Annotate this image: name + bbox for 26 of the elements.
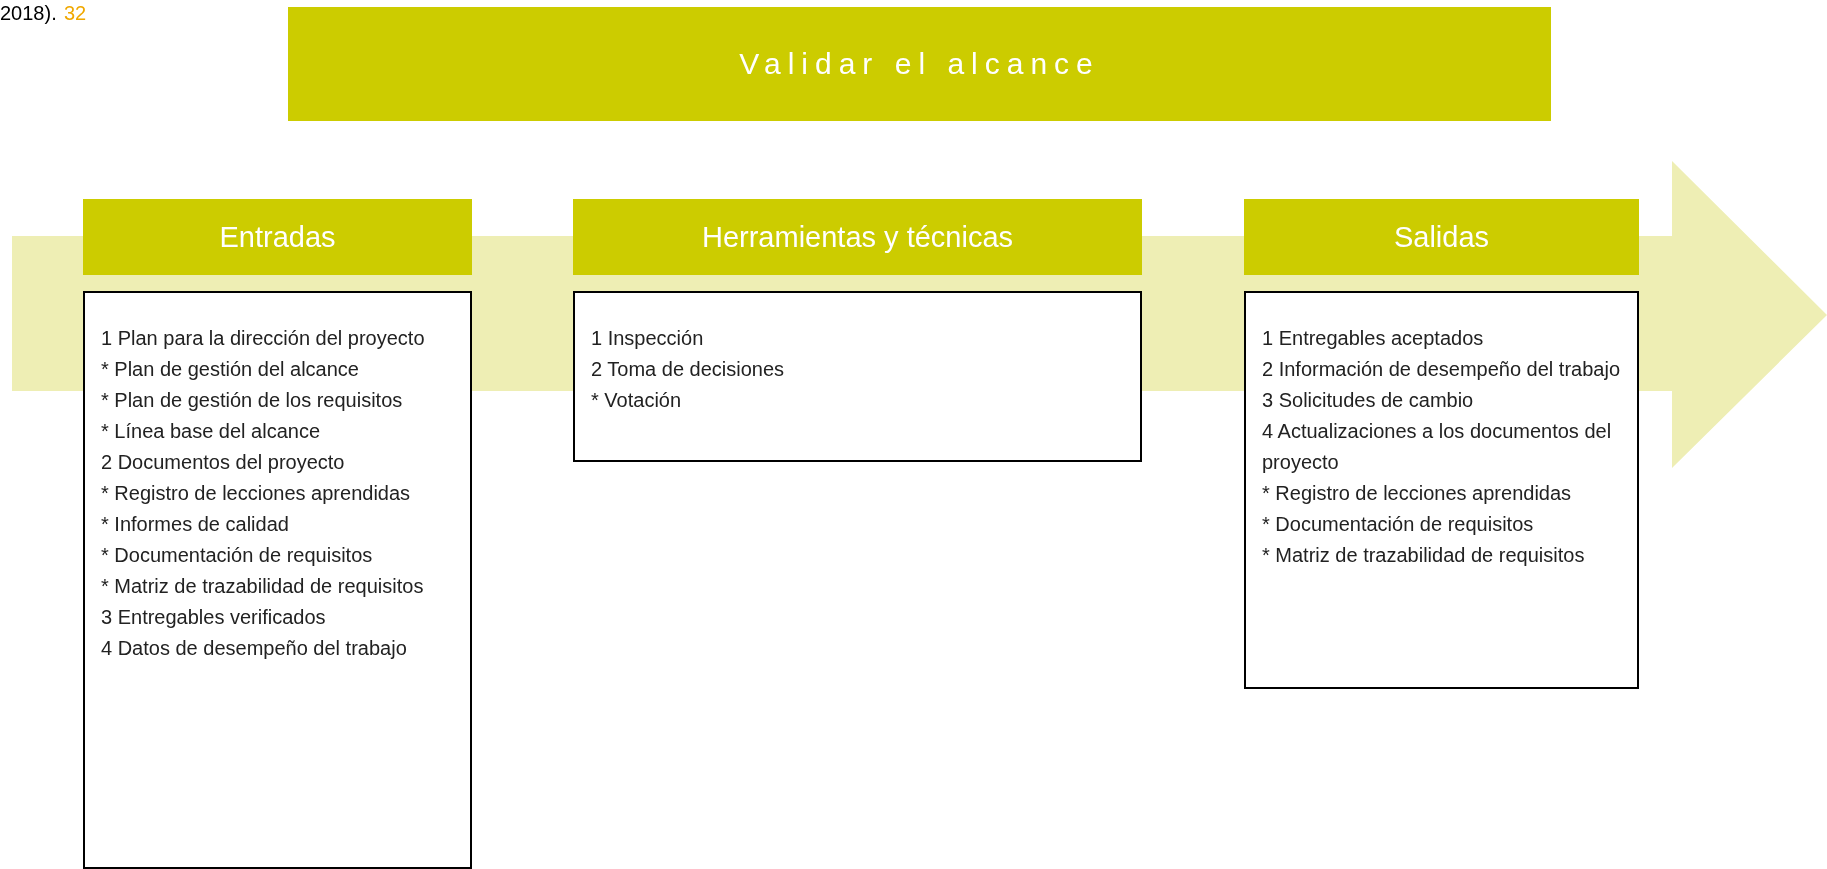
list-item: 4 Actualizaciones a los documentos del proyecto [1262,419,1613,475]
list-item: * Votación [591,388,683,413]
list-item: 1 Plan para la dirección del proyecto [101,326,426,351]
list-item: * Matriz de trazabilidad de requisitos [101,574,425,599]
list-item: 4 Datos de desempeño del trabajo [101,636,408,661]
list-item: 1 Inspección [591,326,705,351]
title-banner: Validar el alcance [288,7,1551,121]
list-item: 2 Documentos del proyecto [101,450,346,475]
list-item: * Matriz de trazabilidad de requisitos [1262,543,1586,568]
text-box [83,291,472,869]
text-box [1244,291,1639,689]
list-item: * Plan de gestión de los requisitos [101,388,404,413]
list-item: * Línea base del alcance [101,419,322,444]
list-item: * Registro de lecciones aprendidas [101,481,412,506]
list-item: 2 Toma de decisiones [591,357,786,382]
footnote-number: 32 [64,2,87,25]
list-item: 3 Solicitudes de cambio [1262,388,1475,413]
list-item: * Documentación de requisitos [101,543,374,568]
list-item: 2 Información de desempeño del trabajo [1262,357,1621,382]
list-item: * Plan de gestión del alcance [101,357,360,382]
list-item: * Registro de lecciones aprendidas [1262,481,1573,506]
list-item: * Informes de calidad [101,512,290,537]
list-item: * Documentación de requisitos [1262,512,1535,537]
list-item: 1 Entregables aceptados [1262,326,1485,351]
citation-text: 2018). [0,2,57,25]
list-item: 3 Entregables verificados [101,605,327,630]
